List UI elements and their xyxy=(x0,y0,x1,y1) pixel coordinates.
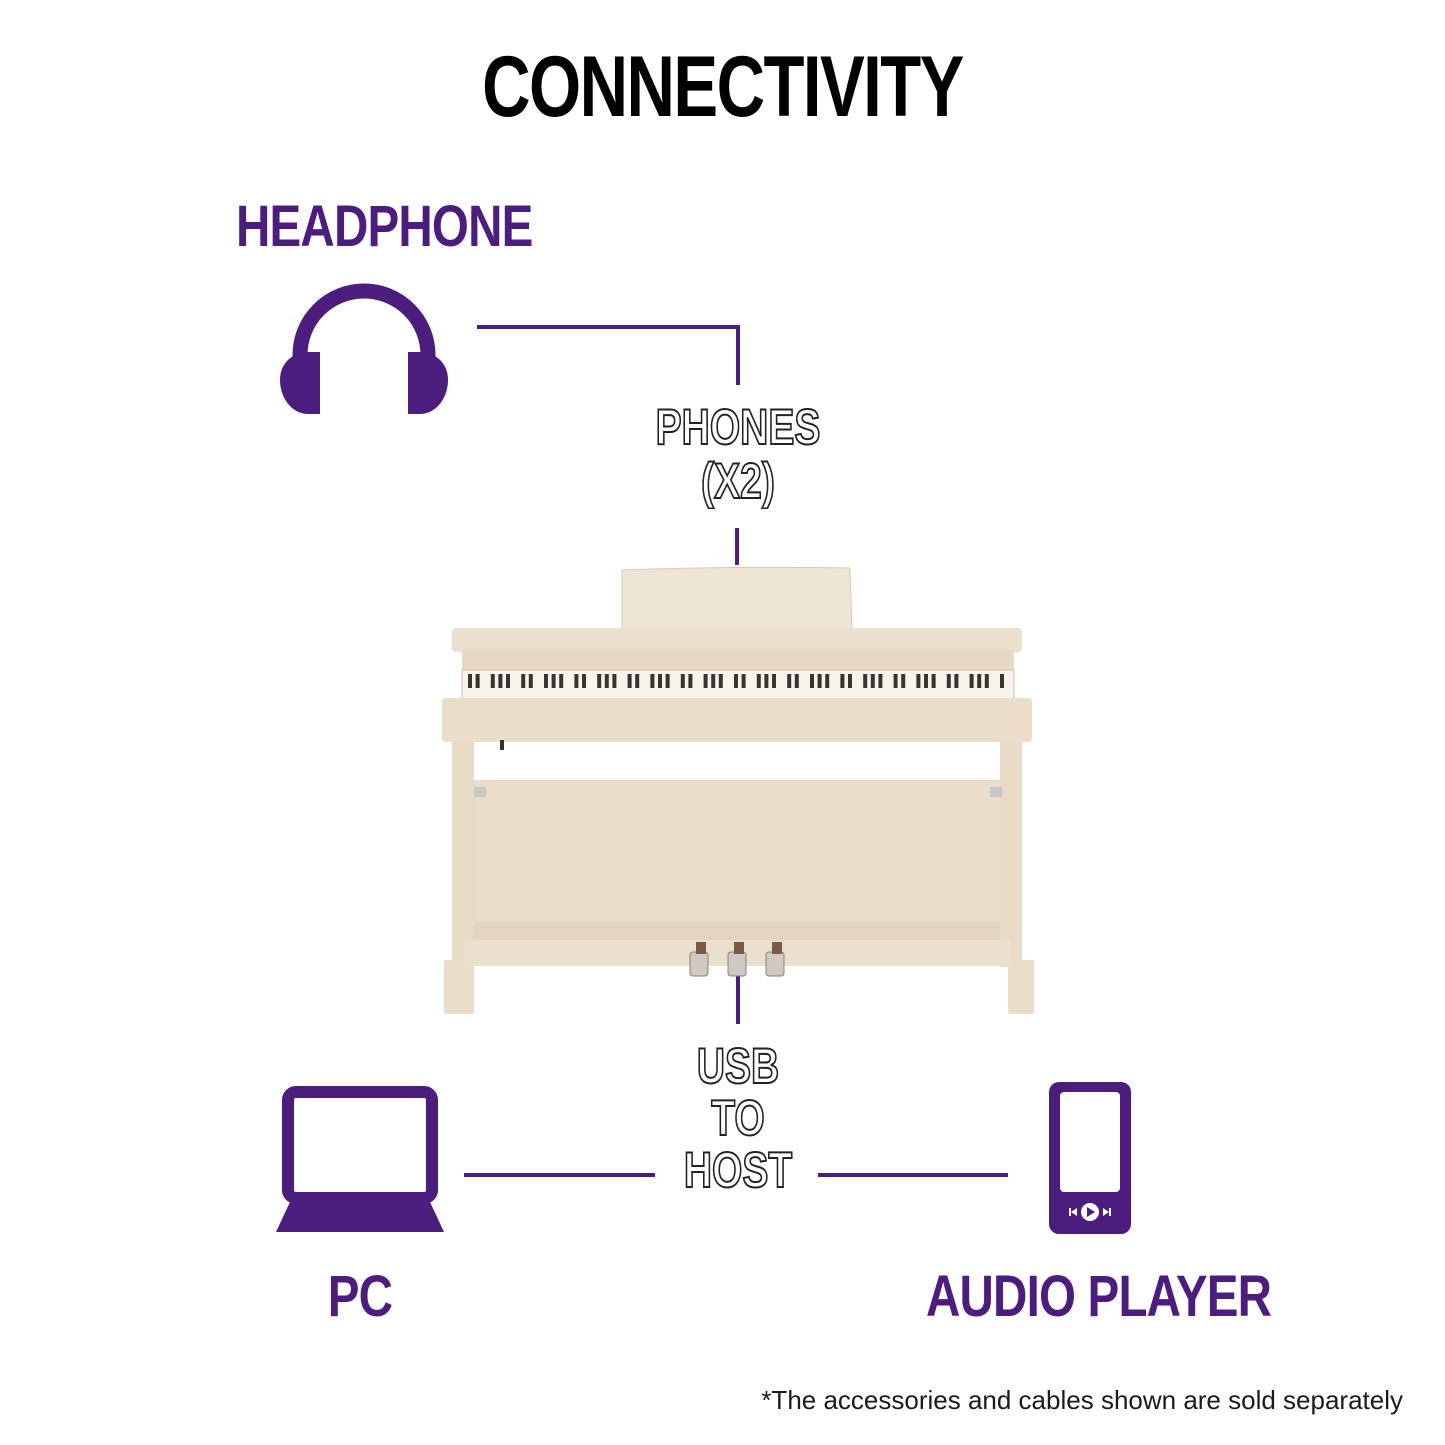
piano-black-key xyxy=(946,674,951,688)
piano-black-key xyxy=(772,674,776,688)
piano-black-key xyxy=(528,674,533,688)
usb-port-line-2: TO xyxy=(710,1090,765,1146)
piano-black-key xyxy=(635,674,640,688)
piano-black-key xyxy=(840,674,845,688)
piano-black-key xyxy=(498,674,503,688)
piano-black-key xyxy=(764,674,769,688)
usb-port-line-1: USB xyxy=(696,1038,780,1094)
piano-black-key xyxy=(863,674,868,688)
usb-port-line-3: HOST xyxy=(683,1142,793,1198)
laptop-icon xyxy=(276,1086,444,1232)
piano-black-key xyxy=(688,674,693,688)
piano-black-key xyxy=(977,674,982,688)
piano-black-key xyxy=(658,674,662,688)
page-title: CONNECTIVITY xyxy=(482,39,964,135)
piano-black-key xyxy=(627,674,632,688)
piano-black-key xyxy=(711,674,716,688)
piano-black-key xyxy=(582,674,586,688)
piano-black-key xyxy=(878,674,883,688)
phones-port-line-2: (X2) xyxy=(700,453,775,509)
piano-black-key xyxy=(817,674,822,688)
piano-black-key xyxy=(734,674,738,688)
headphones-icon xyxy=(280,283,448,414)
piano-black-key xyxy=(703,674,708,688)
piano-black-key xyxy=(665,674,670,688)
piano-black-key xyxy=(954,674,959,688)
piano-black-key xyxy=(969,674,974,688)
piano-black-key xyxy=(825,674,830,688)
audio-player-label: AUDIO PLAYER xyxy=(926,1264,1272,1329)
piano-black-key xyxy=(893,674,898,688)
piano-black-key xyxy=(741,674,746,688)
piano-black-key xyxy=(924,674,928,688)
footnote: *The accessories and cables shown are so… xyxy=(761,1385,1403,1415)
piano-black-key xyxy=(468,674,472,688)
piano-black-key xyxy=(604,674,609,688)
piano-black-key xyxy=(475,674,480,688)
piano-black-key xyxy=(597,674,602,688)
piano-black-key xyxy=(931,674,936,688)
piano-black-key xyxy=(574,674,579,688)
headphone-label: HEADPHONE xyxy=(236,194,533,259)
piano-black-key xyxy=(810,674,814,688)
piano-black-key xyxy=(916,674,921,688)
piano-black-key xyxy=(559,674,564,688)
piano-black-key xyxy=(787,674,792,688)
piano-black-key xyxy=(794,674,799,688)
audio-player-icon xyxy=(1049,1082,1131,1234)
piano-black-key xyxy=(680,674,685,688)
piano-black-key xyxy=(544,674,548,688)
piano-black-key xyxy=(650,674,655,688)
piano-black-key xyxy=(984,674,989,688)
piano-black-key xyxy=(870,674,875,688)
piano-black-key xyxy=(756,674,761,688)
phones-port-label: PHONES (X2) xyxy=(630,399,845,509)
piano-black-key xyxy=(490,674,495,688)
piano-black-key xyxy=(506,674,510,688)
pc-label: PC xyxy=(327,1264,393,1329)
headphone-connector-line xyxy=(477,325,740,385)
piano-black-key xyxy=(901,674,906,688)
phones-port-line-1: PHONES xyxy=(655,399,821,455)
piano-black-key xyxy=(848,674,852,688)
piano-black-key xyxy=(612,674,617,688)
digital-piano-image xyxy=(442,566,1034,1014)
piano-black-key xyxy=(718,674,723,688)
piano-black-key xyxy=(1000,674,1004,688)
piano-black-key xyxy=(521,674,526,688)
usb-to-host-port-label: USB TO HOST xyxy=(630,1038,845,1198)
piano-black-key xyxy=(551,674,556,688)
